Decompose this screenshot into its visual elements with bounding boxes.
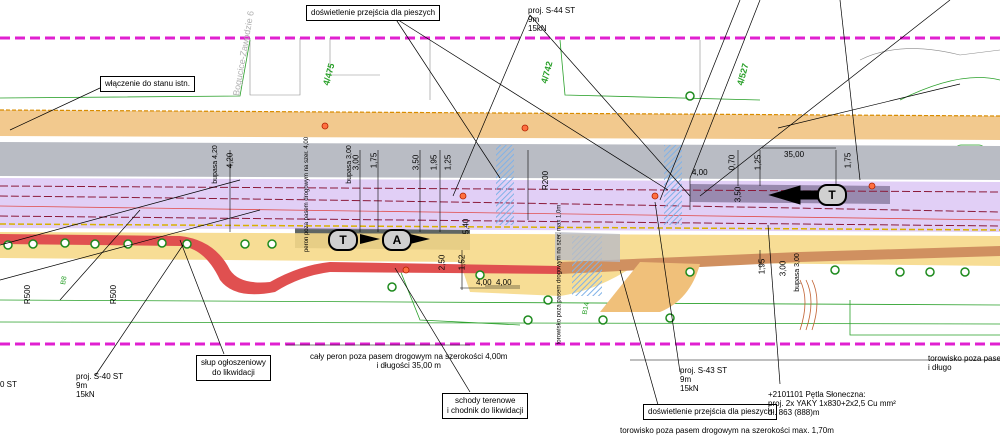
lamp-s40-partial-label: 0 ST xyxy=(0,380,17,389)
bus-stop-A-symbol: A xyxy=(382,229,412,251)
lamp-s44-label: proj. S-44 ST 9m 15kN xyxy=(528,6,575,33)
lamp-s40-line1: proj. S-40 ST xyxy=(76,372,124,381)
cable-note-line3: dł. 863 (888)m xyxy=(768,408,820,417)
tram-stop-T-symbol-south: T xyxy=(328,229,358,251)
bupasa-label-2: bupasa 3,00 xyxy=(345,145,353,184)
crossing-north-2 xyxy=(664,145,682,225)
platform-note-line1: cały peron poza pasem drogowym na szerok… xyxy=(310,352,508,361)
lamp-s44-line2: 9m xyxy=(528,15,540,24)
red-cycle-path xyxy=(0,234,560,295)
rotated-note-1: peron poza pasem drogowym na szer. 4,00 xyxy=(304,136,311,253)
lamp-s43-line1: proj. S-43 ST xyxy=(680,366,728,375)
green-boundary-lines xyxy=(0,39,1000,336)
dim-300b: 3,00 xyxy=(778,260,788,277)
callout-stairs-line2: i chodnik do likwidacji xyxy=(447,406,524,415)
bupasa-label-3: bupasa 3,00 xyxy=(793,253,801,292)
rotated-note-4: B8 xyxy=(60,275,69,286)
dim-420: 4,20 xyxy=(225,152,235,169)
dim-125b: 1,25 xyxy=(753,154,763,171)
stairs-right xyxy=(799,279,818,331)
lamp-s40-label: proj. S-40 ST 9m 15kN xyxy=(76,372,123,399)
dim-125a: 1,25 xyxy=(443,154,453,171)
callout-pole-line1: słup ogłoszeniowy xyxy=(201,358,266,367)
dim-r200: R200 xyxy=(541,170,551,191)
dim-r500a: R500 xyxy=(23,284,33,305)
dim-350b: 3,50 xyxy=(733,186,743,203)
trackway-right-note: torowisko poza pasem dr i długo xyxy=(928,354,1000,372)
dim-175a: 1,75 xyxy=(369,152,379,169)
callout-connection: włączenie do stanu istn. xyxy=(100,76,195,92)
tree-symbols xyxy=(3,91,970,325)
dim-070: 0,70 xyxy=(727,154,737,171)
lamp-s40-line3: 15kN xyxy=(76,390,95,399)
platform-note: cały peron poza pasem drogowym na szerok… xyxy=(310,352,507,370)
callout-lighting-top: doświetlenie przejścia dla pieszych xyxy=(306,5,441,21)
leader-lines xyxy=(0,0,961,413)
cable-note-line2: proj. 2x YAKY 1x830+2x2,5 Cu mm² xyxy=(768,399,896,408)
orange-bay xyxy=(600,262,700,312)
lamp-s43-line2: 9m xyxy=(680,375,692,384)
dim-400a: 4,00 xyxy=(692,168,708,177)
trackway-bottom-note: torowisko poza pasem drogowym na szeroko… xyxy=(620,426,834,435)
dim-3500: 35,00 xyxy=(784,150,805,159)
lamp-s43-line3: 15kN xyxy=(680,384,699,393)
rotated-note-2: torowisko poza pasem drogowym na szer. m… xyxy=(556,204,563,345)
north-terrain-lines xyxy=(249,38,1000,100)
north-sidewalk xyxy=(0,110,1000,140)
dim-175b: 1,75 xyxy=(843,152,853,169)
lamp-s40-line2: 9m xyxy=(76,381,88,390)
platform-note-line2: i długości 35,00 m xyxy=(376,361,441,370)
trackway-right-line1: torowisko poza pasem dr xyxy=(928,354,1000,363)
grey-strip xyxy=(555,232,620,262)
lamp-s43-label: proj. S-43 ST 9m 15kN xyxy=(680,366,727,393)
trackway-right-line2: i długo xyxy=(928,363,952,372)
south-sidewalk xyxy=(0,232,1000,296)
north-curb xyxy=(0,109,1000,117)
dim-350: 3,50 xyxy=(411,154,421,171)
callout-stairs: schody terenowe i chodnik do likwidacji xyxy=(442,393,529,419)
tram-stop-T-symbol-north: T xyxy=(817,184,847,206)
dim-540: 5,40 xyxy=(461,218,471,235)
dim-195: 1,95 xyxy=(429,154,439,171)
cable-note: +2101101 Pętla Słoneczna: proj. 2x YAKY … xyxy=(768,390,896,417)
dim-250: 2,50 xyxy=(437,254,447,271)
callout-pole-line2: do likwidacji xyxy=(212,368,255,377)
dim-195b: 1,95 xyxy=(757,258,767,275)
cable-note-line1: +2101101 Pętla Słoneczna: xyxy=(768,390,866,399)
dim-400c: 4,00 xyxy=(496,278,512,287)
callout-pole: słup ogłoszeniowy do likwidacji xyxy=(196,355,271,381)
callout-stairs-line1: schody terenowe xyxy=(455,396,516,405)
lamp-s44-line3: 15kN xyxy=(528,24,547,33)
callout-lighting-bottom: doświetlenie przejścia dla pieszych xyxy=(643,404,778,420)
dim-400b: 4,00 xyxy=(476,278,492,287)
arrows-right xyxy=(360,234,430,244)
dim-r500b: R500 xyxy=(109,284,119,305)
lamp-posts xyxy=(321,122,876,274)
dimension-lines xyxy=(229,147,1000,361)
crossing-north-1 xyxy=(496,145,514,225)
dim-152: 1,52 xyxy=(457,254,467,271)
lamp-s44-line1: proj. S-44 ST xyxy=(528,6,576,15)
bupasa-label-1: bupasa 4,20 xyxy=(211,145,219,184)
